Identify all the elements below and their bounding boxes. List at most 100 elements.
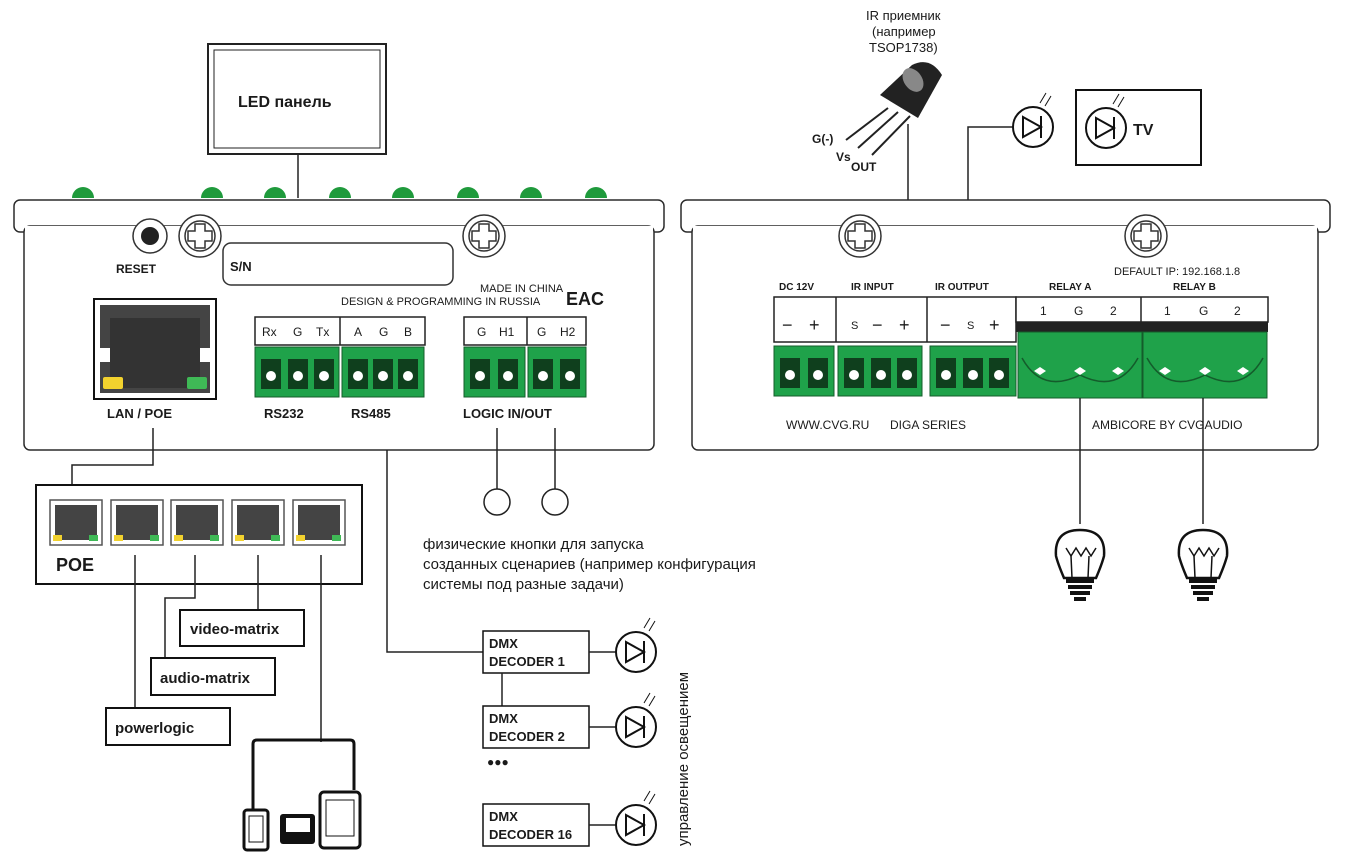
right-device: DEFAULT IP: 192.168.1.8 DC 12V IR INPUT …: [680, 199, 1331, 451]
dmx-wire: [386, 450, 484, 653]
relay-a-pin: 1: [1040, 304, 1047, 318]
light-bulb-icon: [1054, 528, 1106, 601]
ir-input-terminal[interactable]: [837, 345, 923, 397]
dmx-decoder: DMX DECODER 2: [482, 705, 590, 749]
logic-terminal-1[interactable]: [463, 346, 526, 398]
dmx-decoder: DMX DECODER 1: [482, 630, 590, 674]
logic-pin: H2: [560, 325, 576, 339]
switch-port[interactable]: [49, 499, 103, 546]
ir-out-pin: S: [967, 320, 974, 332]
rs485-pin: G: [379, 325, 388, 339]
logic-terminal-2[interactable]: [527, 346, 587, 398]
relay-b-label: RELAY B: [1173, 282, 1216, 293]
sn-label: S/N: [230, 259, 252, 274]
rs232-pin: G: [293, 325, 302, 339]
dmx-decoder: DMX DECODER 16: [482, 803, 590, 847]
dc-terminal[interactable]: [773, 345, 835, 397]
dmx-decoder-line1: DMX: [489, 711, 518, 726]
relay-b-terminal[interactable]: [1142, 331, 1268, 399]
series-text: DIGA SERIES: [890, 418, 966, 432]
led-diode-icon: [589, 692, 657, 748]
reset-label: RESET: [116, 262, 157, 276]
ir-receiver-icon: [845, 62, 942, 156]
switch-port[interactable]: [110, 499, 164, 546]
ir-receiver-line1: IR приемник: [866, 8, 941, 23]
screw-icon: [1124, 214, 1168, 258]
relay-b-pin: G: [1199, 304, 1208, 318]
led-diode-icon: [589, 790, 657, 846]
ir-emitter-icon: [1012, 92, 1054, 148]
relay-b-pin: 1: [1164, 304, 1171, 318]
poe-label: POE: [56, 555, 94, 575]
dmx-decoder-line1: DMX: [489, 809, 518, 824]
logic-pin: H1: [499, 325, 515, 339]
ir-pin-out: OUT: [851, 160, 877, 174]
dc-pin: −: [782, 315, 793, 335]
ir-input-label: IR INPUT: [851, 282, 894, 293]
audio-matrix-box: audio-matrix: [150, 657, 276, 696]
lan-label: LAN / POE: [107, 406, 172, 421]
ir-receiver-line2: (например: [872, 24, 936, 39]
ir-out-pin: −: [940, 315, 951, 335]
ir-pin-g: G(-): [812, 132, 833, 146]
rs232-pin: Rx: [262, 325, 277, 339]
tv-box: TV: [1075, 89, 1202, 166]
switch-port[interactable]: [292, 499, 346, 546]
led-panel-label: LED панель: [238, 94, 332, 111]
rs232-pin: Tx: [316, 325, 329, 339]
poe-switch: POE: [35, 484, 363, 585]
screw-icon: [178, 214, 222, 258]
light-bulb-icon: [1177, 528, 1229, 601]
ir-out-pin: +: [989, 315, 1000, 335]
ir-in-pin: +: [899, 315, 910, 335]
relay-a-terminal[interactable]: [1017, 331, 1143, 399]
serial-plate: [222, 242, 454, 286]
switch-port[interactable]: [231, 499, 285, 546]
rs485-pin: B: [404, 325, 412, 339]
lan-port[interactable]: [93, 298, 217, 400]
ir-output-label: IR OUTPUT: [935, 282, 989, 293]
buttons-note-line1: физические кнопки для запуска: [423, 536, 644, 553]
dmx-decoder-line1: DMX: [489, 636, 518, 651]
audio-matrix-wire: [164, 555, 196, 658]
dmx-ellipsis: ●●●: [487, 755, 509, 769]
physical-button[interactable]: [483, 488, 511, 516]
relay-a-label: RELAY A: [1049, 282, 1091, 293]
rs485-pin: A: [354, 325, 362, 339]
screw-icon: [838, 214, 882, 258]
rs232-label: RS232: [264, 406, 304, 421]
led-diode-icon: [589, 617, 657, 673]
rs232-terminal[interactable]: [254, 346, 340, 398]
dmx-decoder-line2: DECODER 1: [489, 654, 565, 669]
relay-a-pin: G: [1074, 304, 1083, 318]
ir-in-pin: −: [872, 315, 883, 335]
website-text: WWW.CVG.RU: [786, 418, 869, 432]
left-device: RESET S/N MADE IN CHINA DESIGN & PROGRAM…: [13, 199, 665, 451]
dmx-decoder-line2: DECODER 2: [489, 729, 565, 744]
switch-port[interactable]: [170, 499, 224, 546]
rs485-label: RS485: [351, 406, 391, 421]
user-devices-icon: [242, 738, 362, 852]
physical-button[interactable]: [541, 488, 569, 516]
tv-label: TV: [1133, 122, 1154, 139]
default-ip: DEFAULT IP: 192.168.1.8: [1114, 266, 1240, 278]
logic-pin: G: [537, 325, 546, 339]
ir-pin-vs: Vs: [836, 150, 851, 164]
screw-icon: [462, 214, 506, 258]
powerlogic-box: powerlogic: [105, 707, 231, 746]
made-in-text: MADE IN CHINA: [480, 283, 564, 295]
ir-receiver-line3: TSOP1738): [869, 40, 938, 55]
relay-b-pin: 2: [1234, 304, 1241, 318]
dc-label: DC 12V: [779, 282, 814, 293]
rs485-terminal[interactable]: [341, 346, 425, 398]
logic-pin: G: [477, 325, 486, 339]
buttons-note-line3: системы под разные задачи): [423, 576, 624, 593]
video-matrix-box: video-matrix: [179, 609, 305, 647]
ir-output-terminal[interactable]: [929, 345, 1017, 397]
ir-in-pin: S: [851, 320, 858, 332]
logic-label: LOGIC IN/OUT: [463, 406, 552, 421]
design-text: DESIGN & PROGRAMMING IN RUSSIA: [341, 296, 541, 308]
dc-pin: +: [809, 315, 820, 335]
audio-matrix-label: audio-matrix: [160, 670, 251, 687]
